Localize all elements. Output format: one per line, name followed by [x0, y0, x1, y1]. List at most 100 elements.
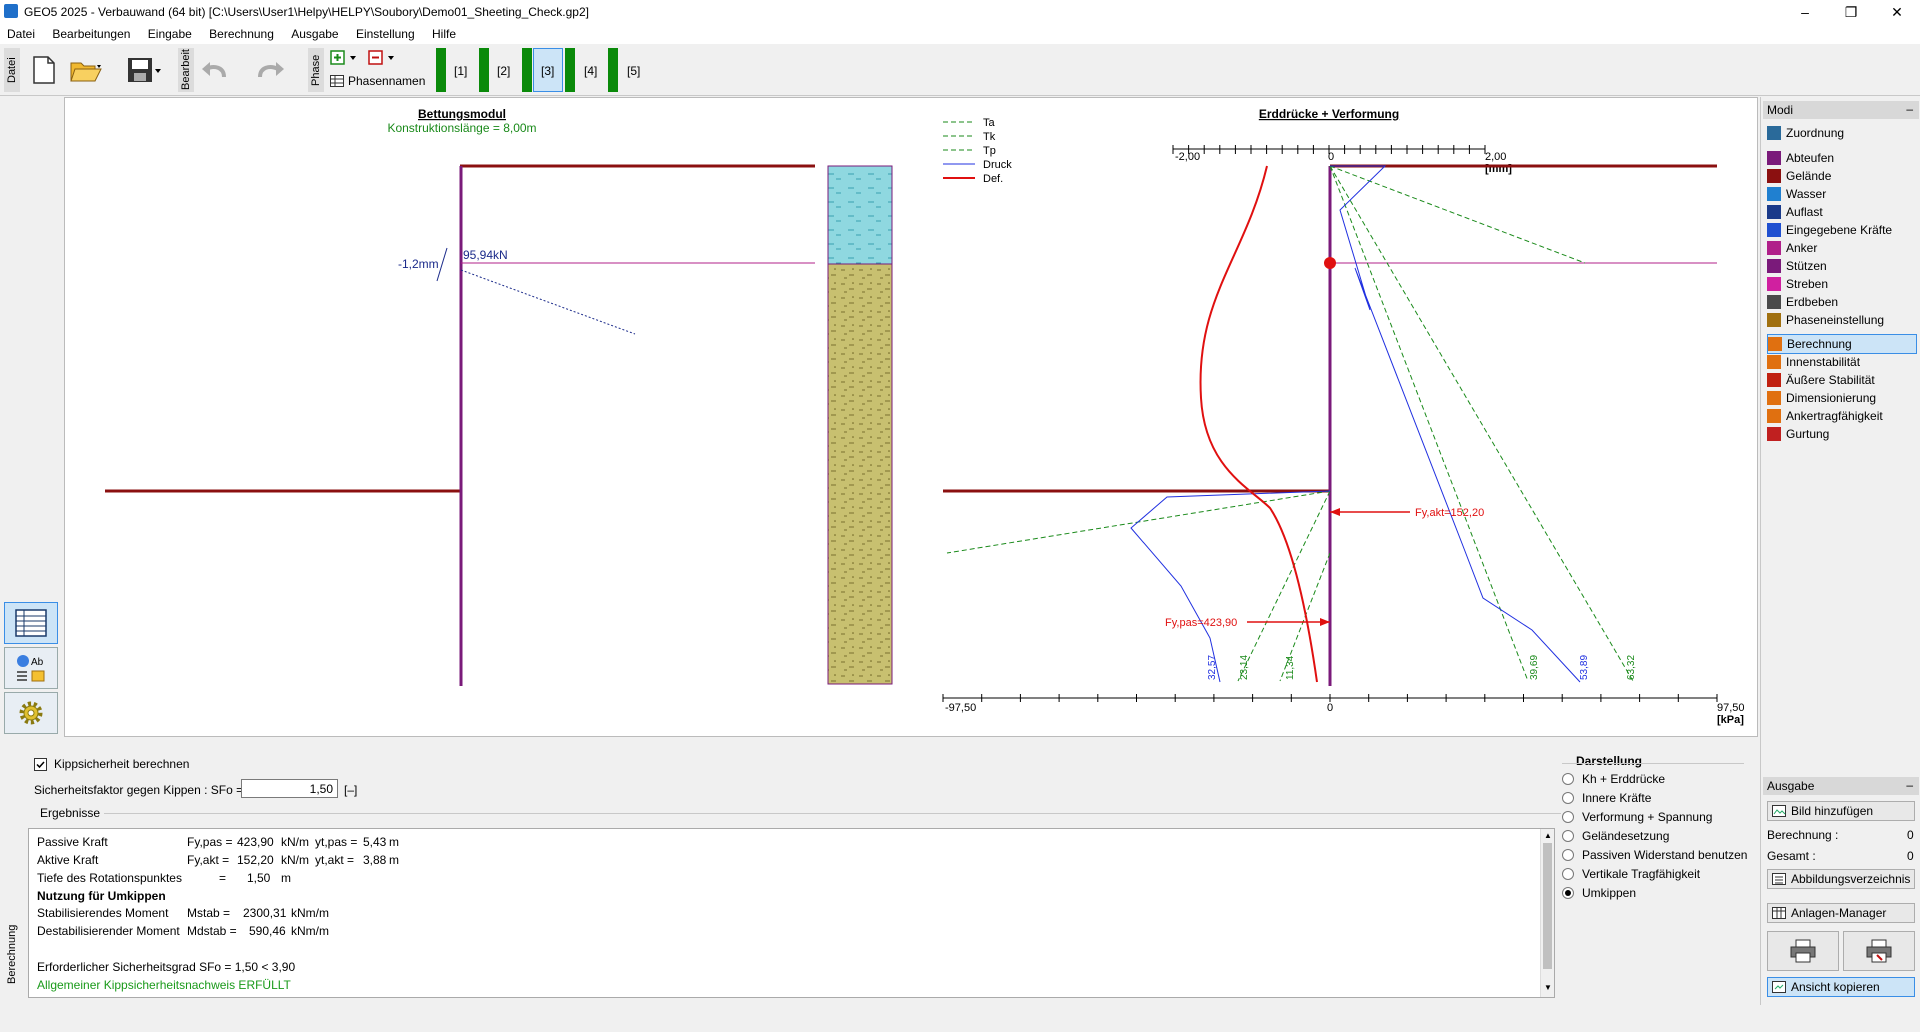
gesamt-count-value: 0	[1907, 849, 1914, 863]
radio-button[interactable]	[1562, 773, 1574, 785]
attachments-manager-button[interactable]: Anlagen-Manager	[1767, 903, 1915, 923]
mode-streben[interactable]: Streben	[1767, 274, 1917, 294]
add-picture-button[interactable]: Bild hinzufügen	[1767, 801, 1915, 821]
sf-unit: [–]	[344, 783, 358, 797]
kippsicherheit-label: Kippsicherheit berechnen	[54, 757, 190, 771]
menu-datei[interactable]: Datei	[7, 27, 36, 41]
ausgabe-header: Ausgabe –	[1763, 777, 1919, 795]
mode-dimensionierung[interactable]: Dimensionierung	[1767, 388, 1917, 408]
save-button[interactable]	[126, 50, 162, 90]
mode-label: Innenstabilität	[1786, 355, 1861, 369]
mode-icon	[1767, 169, 1781, 183]
mode-auflast[interactable]: Auflast	[1767, 202, 1917, 222]
mode-gelände[interactable]: Gelände	[1767, 166, 1917, 186]
darstellung-option[interactable]: Vertikale Tragfähigkeit	[1562, 867, 1700, 881]
menu-bearbeitungen[interactable]: Bearbeitungen	[52, 27, 131, 41]
figure-list-button[interactable]: Abbildungsverzeichnis	[1767, 869, 1915, 889]
new-file-button[interactable]	[26, 50, 62, 90]
menu-einstellung[interactable]: Einstellung	[355, 27, 415, 41]
phase-group-label: Phase	[308, 48, 324, 92]
phase-4-button[interactable]: [4]	[584, 64, 598, 78]
verdict-line: Allgemeiner Kippsicherheitsnachweis ERFÜ…	[37, 978, 291, 992]
printer-icon	[1790, 939, 1816, 963]
table-view-button[interactable]	[4, 602, 58, 644]
darstellung-option[interactable]: Verformung + Spannung	[1562, 810, 1712, 824]
redo-button[interactable]	[254, 50, 290, 90]
menu-berechnung[interactable]: Berechnung	[209, 27, 274, 41]
mode-äußere-stabilität[interactable]: Äußere Stabilität	[1767, 370, 1917, 390]
results-scrollbar[interactable]: ▲ ▼	[1540, 829, 1554, 997]
druck-left	[1130, 490, 1331, 683]
mode-phaseneinstellung[interactable]: Phaseneinstellung	[1767, 310, 1917, 330]
radio-button[interactable]	[1562, 830, 1574, 842]
mode-anker[interactable]: Anker	[1767, 238, 1917, 258]
berechnung-count-label: Berechnung :	[1767, 828, 1839, 842]
phase-2-button[interactable]: [2]	[497, 64, 511, 78]
settings-button[interactable]	[4, 692, 58, 734]
undo-button[interactable]	[200, 50, 236, 90]
mode-gurtung[interactable]: Gurtung	[1767, 424, 1917, 444]
add-phase-button[interactable]	[330, 50, 362, 66]
add-phase-icon	[330, 50, 356, 65]
radio-button[interactable]	[1562, 868, 1574, 880]
darstellung-option[interactable]: Passiven Widerstand benutzen	[1562, 848, 1747, 862]
objects-button[interactable]: Ab	[4, 647, 58, 689]
mode-zuordnung[interactable]: Zuordnung	[1767, 123, 1917, 143]
open-file-button[interactable]	[68, 50, 104, 90]
right-title: Erddrücke + Verformung	[1259, 107, 1399, 121]
radio-button[interactable]	[1562, 811, 1574, 823]
value-23-14: 23,14	[1239, 655, 1250, 680]
menu-ausgabe[interactable]: Ausgabe	[291, 27, 339, 41]
ta-line	[1329, 165, 1529, 682]
figure-list-label: Abbildungsverzeichnis	[1791, 872, 1911, 886]
soil-layer	[827, 263, 893, 685]
title-bar: GEO5 2025 - Verbauwand (64 bit) [C:\User…	[0, 0, 1920, 24]
menu-eingabe[interactable]: Eingabe	[147, 27, 192, 41]
mode-icon	[1767, 373, 1781, 387]
left-subtitle: Konstruktionslänge = 8,00m	[387, 121, 536, 135]
stab-value: 2300,31	[243, 906, 287, 920]
close-button[interactable]: ✕	[1891, 4, 1903, 20]
mode-ankertragfähigkeit[interactable]: Ankertragfähigkeit	[1767, 406, 1917, 426]
mode-innenstabilität[interactable]: Innenstabilität	[1767, 352, 1917, 372]
darstellung-option[interactable]: Geländesetzung	[1562, 829, 1669, 843]
maximize-button[interactable]: ❐	[1844, 4, 1858, 20]
print-button[interactable]	[1767, 931, 1839, 971]
radio-button[interactable]	[1562, 849, 1574, 861]
kippsicherheit-checkbox-row[interactable]: Kippsicherheit berechnen	[34, 757, 189, 771]
undo-icon	[202, 62, 226, 78]
print-pdf-button[interactable]	[1843, 931, 1915, 971]
mode-erdbeben[interactable]: Erdbeben	[1767, 292, 1917, 312]
mode-wasser[interactable]: Wasser	[1767, 184, 1917, 204]
remove-phase-button[interactable]	[368, 50, 400, 66]
darstellung-option[interactable]: Umkippen	[1562, 886, 1636, 900]
mode-berechnung[interactable]: Berechnung	[1767, 334, 1917, 354]
mode-stützen[interactable]: Stützen	[1767, 256, 1917, 276]
darstellung-option[interactable]: Innere Kräfte	[1562, 791, 1651, 805]
modi-collapse-icon[interactable]: –	[1906, 102, 1913, 116]
phase-3-button[interactable]: [3]	[541, 64, 555, 78]
phase-names-button[interactable]: Phasennamen	[330, 74, 425, 88]
phase-1-button[interactable]: [1]	[454, 64, 468, 78]
phase-3-selected[interactable]	[533, 48, 563, 92]
phase-2-indicator	[479, 48, 489, 92]
mode-label: Auflast	[1786, 205, 1823, 219]
drawing-canvas[interactable]: Bettungsmodul Konstruktionslänge = 8,00m…	[64, 97, 1758, 737]
scroll-thumb[interactable]	[1543, 843, 1552, 969]
mode-abteufen[interactable]: Abteufen	[1767, 148, 1917, 168]
scroll-down-icon[interactable]: ▼	[1544, 983, 1552, 992]
scroll-up-icon[interactable]: ▲	[1544, 831, 1552, 840]
menu-hilfe[interactable]: Hilfe	[432, 27, 457, 41]
minimize-button[interactable]: –	[1801, 4, 1809, 20]
darstellung-option[interactable]: Kh + Erddrücke	[1562, 772, 1665, 786]
radio-button[interactable]	[1562, 887, 1574, 899]
mode-eingegebene-kräfte[interactable]: Eingegebene Kräfte	[1767, 220, 1917, 240]
table-icon	[330, 75, 344, 87]
phase-5-button[interactable]: [5]	[627, 64, 641, 78]
sf-input[interactable]	[241, 779, 338, 798]
ausgabe-collapse-icon[interactable]: –	[1906, 778, 1913, 792]
copy-view-button[interactable]: Ansicht kopieren	[1767, 977, 1915, 997]
kippsicherheit-checkbox[interactable]	[34, 757, 47, 771]
radio-button[interactable]	[1562, 792, 1574, 804]
